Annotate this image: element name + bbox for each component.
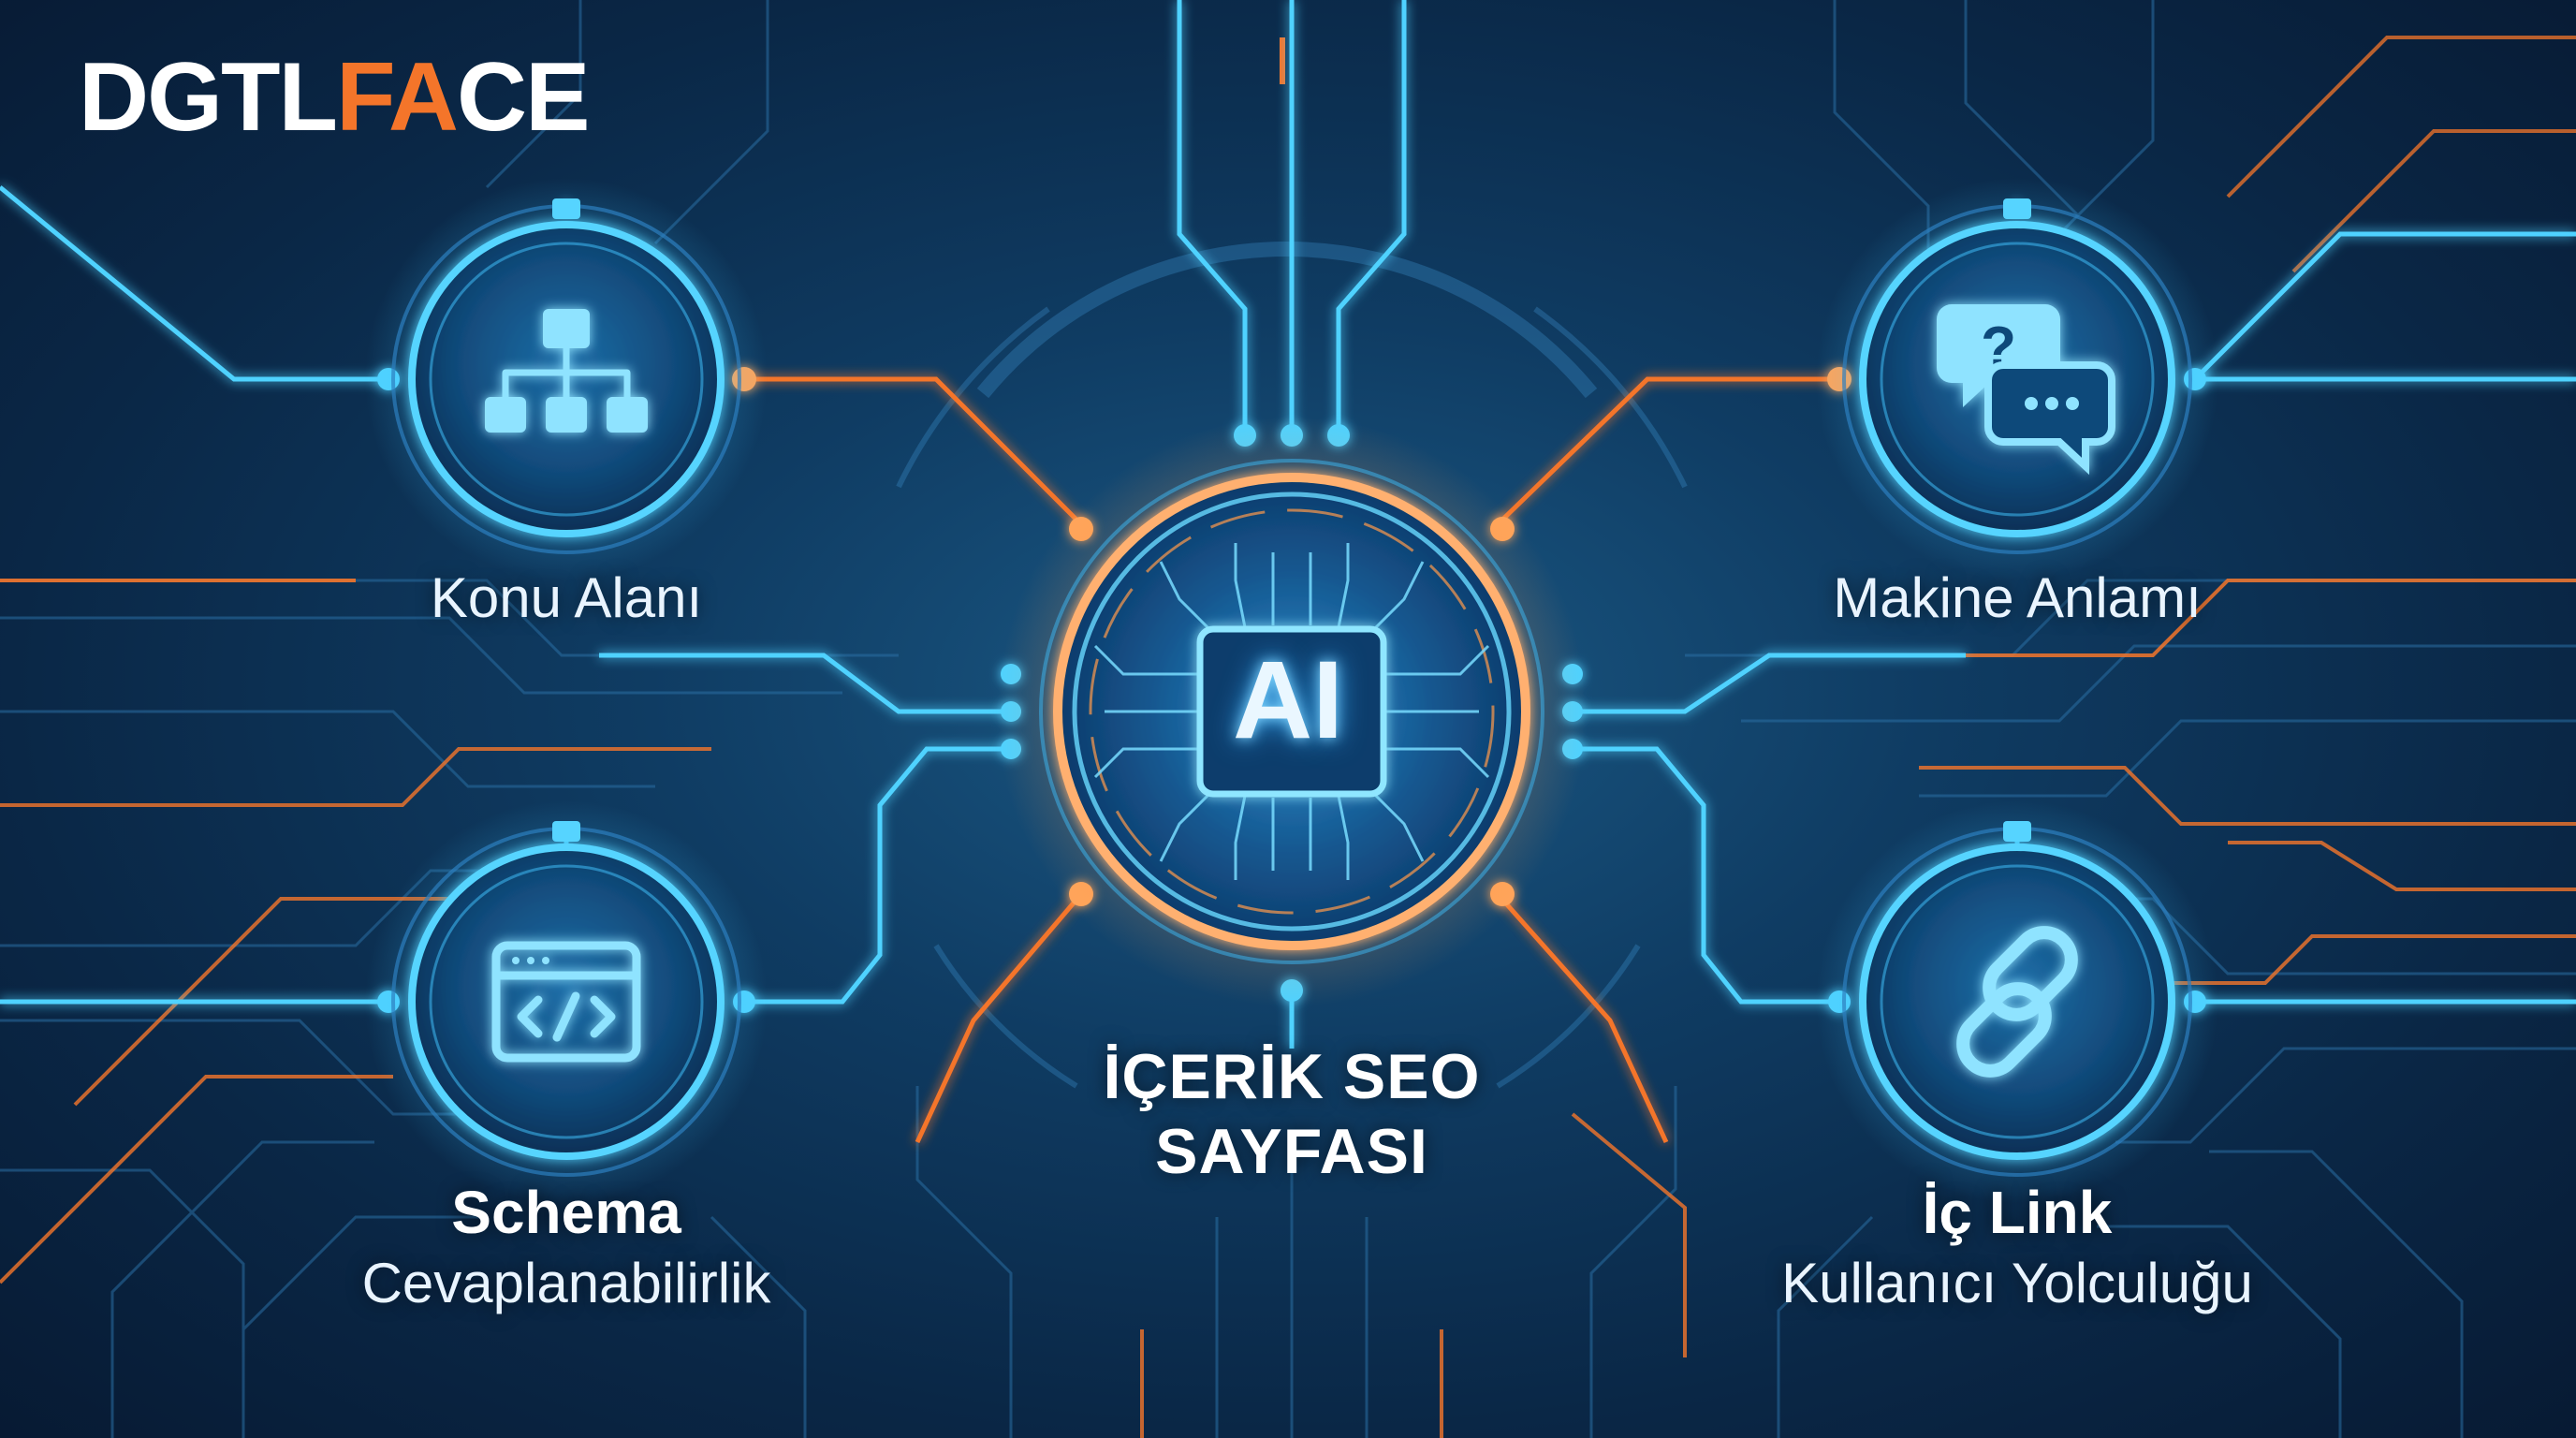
chain-link-icon: [1956, 926, 2078, 1078]
sitemap-icon: [485, 309, 648, 433]
code-window-icon: [491, 941, 641, 1063]
chat-question-icon: ?: [1937, 304, 2115, 476]
node-bottom-left-subtitle: Cevaplanabilirlik: [361, 1252, 771, 1314]
node-bottom-right-subtitle: Kullanıcı Yolculuğu: [1781, 1252, 2253, 1314]
node-bottom-left-title: Schema: [451, 1179, 681, 1246]
ai-chip: [1196, 625, 1387, 798]
node-bottom-left: [365, 800, 768, 1203]
brand-logo: DGTLFACE: [79, 43, 590, 152]
ai-chip-label: AI: [1233, 638, 1343, 762]
orange-traces: [0, 36, 2576, 1438]
node-bottom-right: [1816, 800, 2218, 1203]
cyan-connectors: [0, 0, 2576, 1049]
center-title-line2: SAYFASI: [1155, 1116, 1428, 1188]
chip-traces: [1093, 543, 1490, 880]
orange-connectors: [744, 376, 1839, 1144]
center-title-line1: İÇERİK SEO: [1103, 1041, 1481, 1112]
center-title: İÇERİK SEO SAYFASI: [1011, 1039, 1573, 1189]
node-bottom-right-title: İç Link: [1922, 1179, 2113, 1246]
node-top-right-label: Makine Anlamı: [1833, 566, 2202, 629]
node-top-left-label: Konu Alanı: [430, 566, 703, 629]
orbit-arcs: [896, 242, 1688, 1089]
